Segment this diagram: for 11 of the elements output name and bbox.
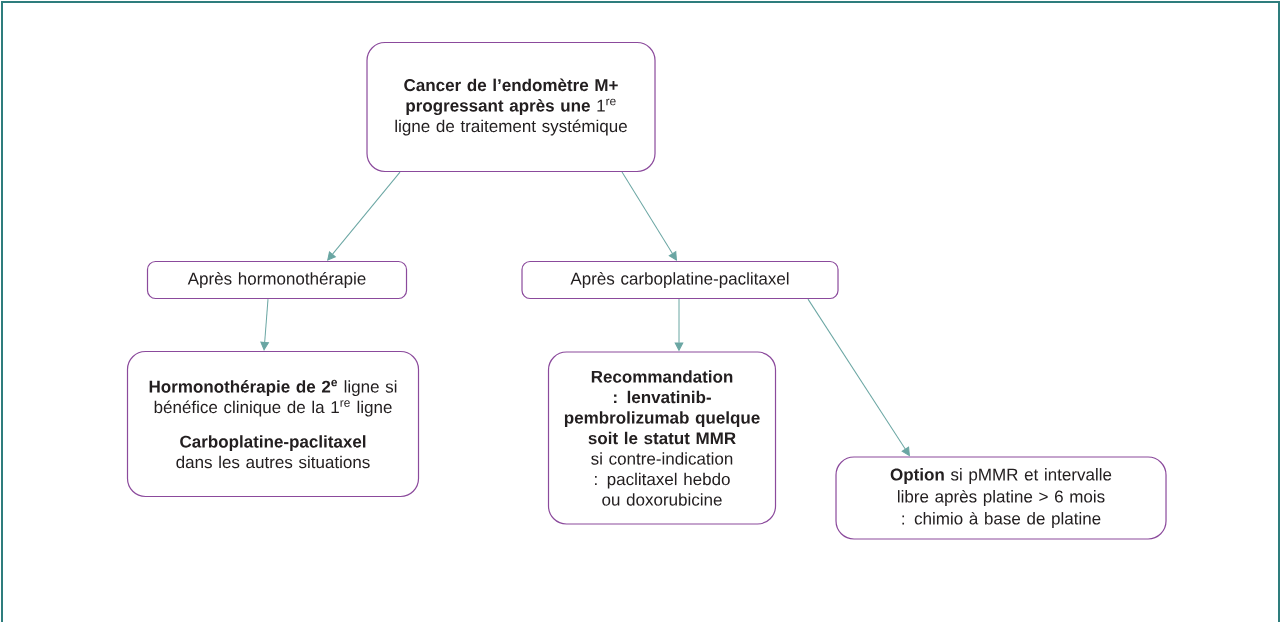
rounded-box: Recommandation : lenvatinib-pembrolizumab quelque soit le statut MMR si contre-indication : paclitaxel hebdo ou doxorubicine (547, 351, 777, 525)
arrow (807, 298, 910, 456)
rounded-box: Option si pMMR et intervalle libre après platine > 6 mois : chimio à base de platine (835, 456, 1167, 540)
rounded-box: Cancer de l’endomètre M+ progressant après une 1$^{re}$ ligne de traitement systémique (366, 41, 656, 173)
arrow (260, 298, 269, 351)
step-box: Après carboplatine-paclitaxel (521, 260, 839, 300)
arrow (621, 171, 677, 261)
arrow (674, 298, 684, 351)
rounded-box: Hormonothérapie de 2$^{e}$ ligne si bénéfice clinique de la 1$^{re}$ ligne Carboplatine-paclitaxel dans les autres situations (126, 350, 420, 498)
arrow (327, 171, 401, 261)
step-box: Après hormonothérapie (146, 260, 408, 300)
